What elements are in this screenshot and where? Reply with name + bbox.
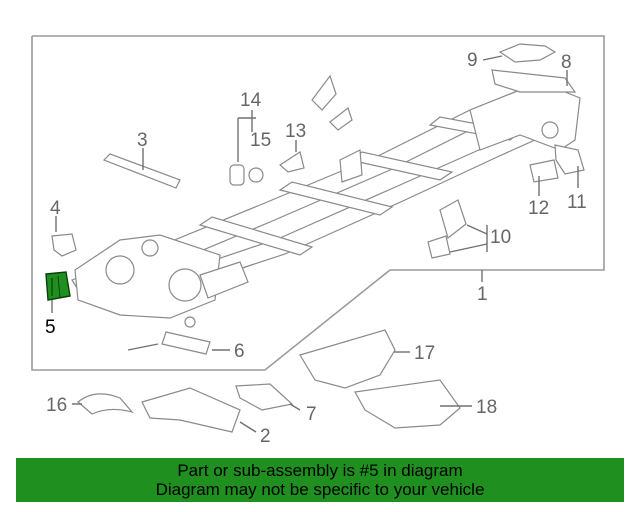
callout-13: 13 bbox=[285, 121, 306, 142]
part-10-bracket-b[interactable] bbox=[427, 235, 451, 259]
callout-2: 2 bbox=[260, 426, 271, 447]
callout-labels: 1 2 3 4 5 6 7 8 9 10 11 12 13 14 15 16 1… bbox=[45, 50, 587, 447]
part-16-hanger[interactable] bbox=[77, 393, 134, 415]
part-12-mount[interactable] bbox=[529, 159, 559, 183]
part-8-crossmember[interactable] bbox=[491, 69, 577, 93]
part-10-bracket-a[interactable] bbox=[439, 199, 467, 240]
callout-4: 4 bbox=[50, 198, 61, 219]
part-17-skid-plate[interactable] bbox=[299, 329, 396, 389]
callout-18: 18 bbox=[476, 397, 497, 418]
callout-15: 15 bbox=[250, 130, 271, 151]
callout-9: 9 bbox=[467, 50, 478, 71]
part-14-bushing[interactable] bbox=[229, 164, 245, 186]
part-15-bushing[interactable] bbox=[248, 167, 264, 183]
part-6-bolt bbox=[127, 343, 159, 351]
part-7-bracket[interactable] bbox=[235, 383, 294, 411]
callout-6: 6 bbox=[234, 341, 245, 362]
callout-17: 17 bbox=[414, 343, 435, 364]
info-banner: Part or sub-assembly is #5 in diagram Di… bbox=[16, 458, 624, 502]
frame-assembly-boundary bbox=[31, 35, 605, 371]
callout-1: 1 bbox=[477, 284, 488, 305]
part-5-highlighted[interactable] bbox=[45, 271, 71, 301]
banner-line-part: Part or sub-assembly is #5 in diagram bbox=[177, 461, 463, 480]
part-3-rod[interactable] bbox=[102, 153, 181, 189]
part-6-nut[interactable] bbox=[184, 316, 196, 328]
callout-5: 5 bbox=[45, 317, 56, 338]
part-9-plate[interactable] bbox=[498, 43, 557, 63]
callout-10: 10 bbox=[490, 227, 511, 248]
callout-12: 12 bbox=[528, 198, 549, 219]
callout-7: 7 bbox=[306, 404, 317, 425]
parts-diagram: 1 2 3 4 5 6 7 8 9 10 11 12 13 14 15 16 1… bbox=[31, 35, 605, 447]
callout-8: 8 bbox=[561, 52, 572, 73]
part-6-bar[interactable] bbox=[161, 331, 211, 355]
callout-16: 16 bbox=[46, 395, 67, 416]
callout-14: 14 bbox=[240, 90, 262, 111]
part-2-crossmember[interactable] bbox=[141, 387, 241, 433]
mount-clip-top[interactable] bbox=[329, 107, 353, 131]
part-4-bracket[interactable] bbox=[51, 233, 77, 257]
callout-11: 11 bbox=[567, 192, 587, 213]
part-11-bracket[interactable] bbox=[554, 144, 585, 175]
part-13-bracket[interactable] bbox=[279, 151, 305, 173]
leader-lines bbox=[51, 55, 579, 433]
callout-3: 3 bbox=[137, 130, 148, 151]
part-18-skid-plate[interactable] bbox=[354, 379, 461, 429]
mount-bracket-top[interactable] bbox=[311, 74, 337, 111]
banner-line-disclaimer: Diagram may not be specific to your vehi… bbox=[155, 480, 485, 499]
frame-rails[interactable] bbox=[71, 81, 581, 319]
